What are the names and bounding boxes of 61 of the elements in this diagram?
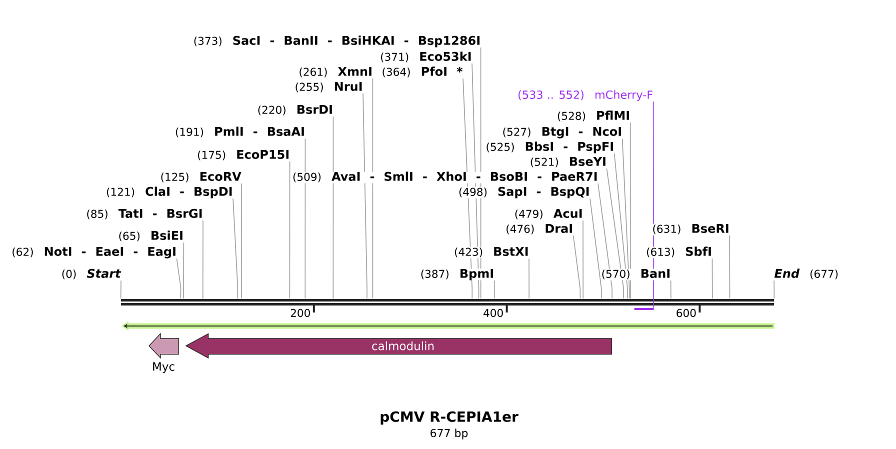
leader-line — [332, 116, 334, 299]
end-label: (0) Start — [61, 268, 122, 280]
leader-line — [202, 220, 204, 299]
cut-site-label: (387) BpmI — [420, 268, 494, 280]
scale-label: 200 — [290, 308, 310, 318]
scale-label: 600 — [676, 308, 696, 318]
cut-site-label: (62) NotI - EaeI - EagI — [12, 246, 176, 258]
leader-line — [622, 138, 630, 299]
leader-line — [232, 198, 238, 299]
cut-site-label: (255) NruI — [294, 82, 363, 94]
leader-line — [176, 258, 182, 299]
primer-label: (533 .. 552) mCherry-F — [518, 90, 654, 102]
cut-site-label: (85) TatI - BsrGI — [86, 208, 203, 220]
cut-site-label: (509) AvaI - SmlI - XhoI - BsoBI - PaeR7I — [292, 172, 598, 184]
cut-site-label: (65) BsiEI — [118, 230, 184, 242]
leader-line — [572, 235, 581, 299]
leader-line — [372, 78, 374, 299]
leader-line — [774, 280, 775, 299]
cut-site-label: (476) DraI — [506, 224, 574, 236]
cut-site-label: (121) ClaI - BspDI — [106, 186, 233, 198]
cut-site-label: (191) PmlI - BsaAI — [174, 126, 305, 138]
sequence-line — [121, 298, 774, 306]
leader-line — [183, 242, 184, 299]
sequence-length: 677 bp — [430, 428, 468, 440]
cut-site-label: (373) SacI - BanII - BsiHKAI - Bsp1286I — [193, 36, 481, 48]
leader-line — [120, 280, 122, 299]
leader-line — [590, 198, 602, 299]
cut-site-label: (125) EcoRV — [160, 172, 242, 184]
cut-site-label: (479) AcuI — [514, 208, 583, 220]
cut-site-label: (525) BbsI - PspFI — [486, 142, 614, 154]
cut-site-label: (521) BseYI — [530, 156, 606, 168]
cut-site-label: (371) Eco53kI — [380, 52, 472, 64]
cut-site-label: (261) XmnI — [298, 66, 372, 78]
leader-line — [528, 258, 530, 299]
cut-site-label: (528) PflMI — [556, 110, 630, 122]
feature-label: Myc — [153, 362, 174, 374]
map-title: pCMV R-CEPIA1er — [380, 411, 518, 425]
cut-site-label: (613) SbfI — [646, 246, 712, 258]
leader-line — [494, 280, 495, 299]
cut-site-label: (423) BstXI — [454, 246, 529, 258]
leader-line — [712, 258, 713, 299]
leader-line — [670, 280, 672, 299]
cut-site-label: (631) BseRI — [652, 224, 730, 236]
cut-site-label: (220) BsrDI — [257, 104, 333, 116]
leader-line — [598, 183, 612, 299]
leader-line — [289, 161, 290, 299]
cut-site-label: (175) EcoP15I — [197, 150, 290, 162]
leader-line — [241, 183, 242, 299]
scale-label: 400 — [484, 308, 503, 318]
leader-line — [606, 168, 624, 299]
cut-site-label: (527) BtgI - NcoI — [502, 126, 622, 138]
leader-line — [582, 220, 584, 299]
leader-line — [304, 138, 306, 299]
leader-line — [729, 235, 730, 299]
cut-site-label: (570) BanI — [601, 268, 671, 280]
end-label: End (677) — [774, 268, 839, 280]
cut-site-label: (364) PfoI * — [382, 66, 463, 78]
leader-line — [630, 122, 631, 299]
leader-line — [362, 93, 368, 299]
cut-site-label: (498) SapI - BspQI — [458, 186, 590, 198]
leader-line — [614, 153, 628, 299]
